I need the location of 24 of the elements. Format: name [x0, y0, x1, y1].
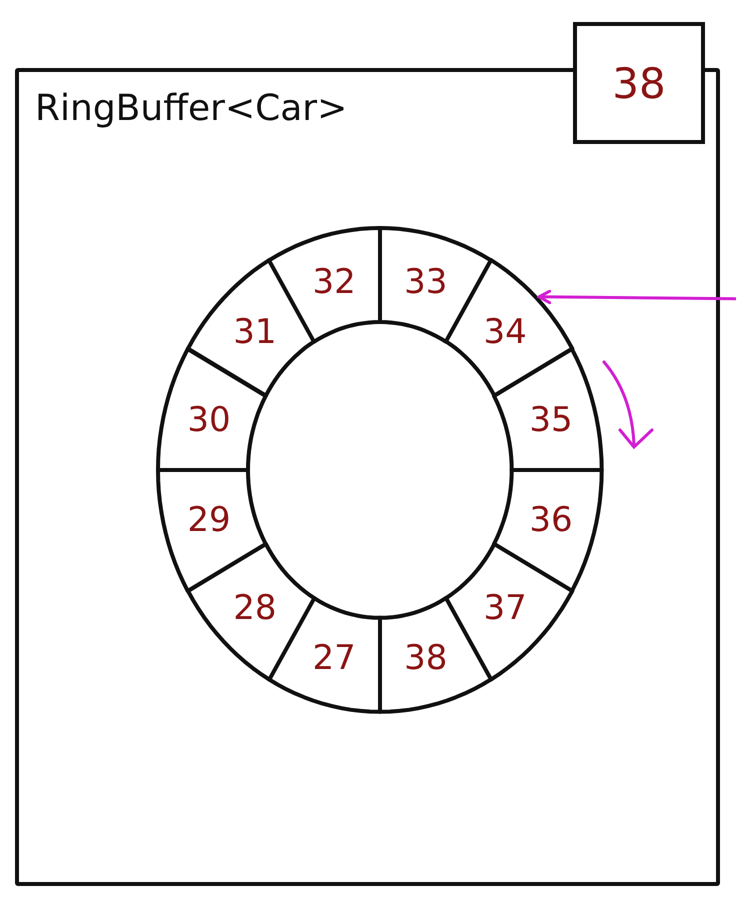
frame-title: RingBuffer<Car>	[35, 88, 348, 129]
ring-segment	[156, 468, 268, 593]
ring-segment	[444, 542, 574, 682]
counter-value: 38	[612, 58, 666, 108]
ring-segment	[492, 468, 604, 593]
slot-number: 36	[529, 503, 573, 538]
slot-number: 31	[233, 315, 276, 350]
ring-segment	[156, 347, 268, 472]
slot-number: 28	[233, 590, 276, 625]
counter-box	[573, 22, 705, 144]
slot-number: 38	[404, 641, 448, 676]
slot-number: 29	[187, 503, 231, 538]
slot-number: 35	[529, 402, 573, 437]
slot-number: 27	[312, 641, 356, 676]
slot-number: 32	[312, 264, 356, 299]
arrow	[538, 289, 736, 304]
ring-segment	[186, 542, 316, 682]
slot-number: 37	[484, 590, 527, 625]
slot-number: 30	[187, 402, 231, 437]
slot-number: 33	[404, 264, 448, 299]
buffer-frame	[15, 68, 720, 886]
ring-segment	[444, 258, 574, 398]
ring-segment	[492, 347, 604, 472]
slot-number: 34	[484, 315, 527, 350]
